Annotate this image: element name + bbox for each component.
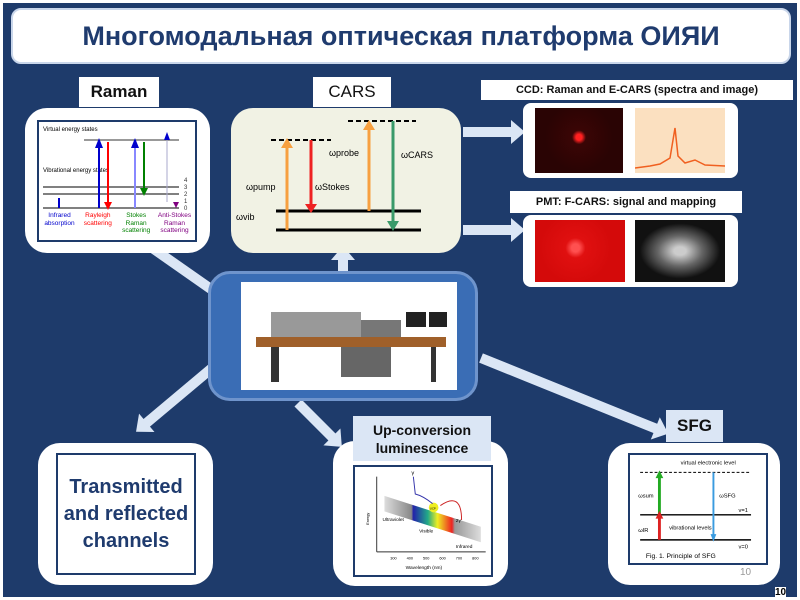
svg-text:UCP: UCP	[430, 506, 436, 510]
pmt-mapping-image	[635, 220, 725, 282]
raman-levels: Virtual energy states Vibrational energy…	[43, 127, 188, 212]
ccd-spectrum	[635, 108, 725, 173]
svg-text:700: 700	[456, 557, 462, 561]
arrow-to-ccd	[463, 120, 525, 144]
svg-text:v=1: v=1	[739, 508, 748, 514]
pmt-label: PMT: F-CARS: signal and mapping	[510, 191, 742, 213]
slide-title: Многомодальная оптическая платформа ОИЯИ	[11, 8, 791, 64]
omega-cars: ωCARS	[401, 150, 433, 160]
omega-vib: ωvib	[236, 212, 255, 222]
raman-col-antistokes: Anti-Stokes Raman scattering	[157, 212, 192, 234]
arrow-to-sfg	[479, 353, 660, 434]
svg-text:4: 4	[184, 178, 188, 184]
svg-text:vibrational levels: vibrational levels	[669, 525, 712, 531]
svg-text:virtual electronic level: virtual electronic level	[681, 461, 736, 467]
raman-col-infrared: Infrared absorption	[44, 212, 75, 227]
slide-number: 10	[775, 587, 787, 598]
svg-text:1: 1	[184, 199, 188, 205]
raman-vib-label: Vibrational energy states	[43, 168, 109, 174]
svg-text:ωIR: ωIR	[638, 528, 648, 534]
instrument-illustration	[256, 312, 447, 382]
ccd-label: CCD: Raman and E-CARS (spectra and image…	[481, 80, 793, 100]
raman-panel: Virtual energy states Vibrational energy…	[25, 108, 210, 253]
cars-label: CARS	[313, 77, 391, 107]
svg-text:3: 3	[184, 185, 188, 191]
raman-virtual-label: Virtual energy states	[43, 127, 98, 133]
ccd-image	[535, 108, 623, 173]
instrument-panel	[208, 271, 478, 401]
svg-text:Wavelength (nm): Wavelength (nm)	[406, 565, 443, 571]
arrow-to-pmt	[463, 218, 525, 242]
transmitted-panel: Transmitted and reflected channels	[38, 443, 213, 585]
cars-diagram: ωpump ωStokes ωprobe ωCARS ωvib	[236, 120, 433, 232]
svg-text:v=0: v=0	[739, 545, 748, 551]
pmt-signal-image	[535, 220, 625, 282]
svg-text:400: 400	[407, 557, 413, 561]
sfg-diagram: virtual electronic level ωsum ωSFG ωIR v=1…	[628, 453, 768, 565]
svg-text:800: 800	[472, 557, 478, 561]
svg-text:Ultraviolet: Ultraviolet	[383, 517, 405, 523]
svg-text:0: 0	[184, 206, 188, 212]
svg-text:600: 600	[439, 557, 445, 561]
raman-columns: Infrared absorption Rayleigh scattering …	[41, 212, 193, 235]
pmt-panel	[523, 215, 738, 287]
transmitted-text: Transmitted and reflected channels	[56, 453, 196, 575]
raman-col-stokes: Stokes Raman scattering	[122, 212, 151, 234]
svg-text:γ: γ	[411, 471, 414, 477]
sfg-label: SFG	[666, 410, 723, 442]
svg-text:2: 2	[184, 192, 188, 198]
inner-slide-number: 10	[740, 567, 752, 578]
instrument-photo	[241, 282, 457, 390]
svg-text:Infrared: Infrared	[456, 544, 473, 550]
cars-panel: ωpump ωStokes ωprobe ωCARS ωvib	[231, 108, 461, 253]
svg-text:300: 300	[390, 557, 396, 561]
sfg-panel: virtual electronic level ωsum ωSFG ωIR v=1…	[608, 443, 780, 585]
svg-text:Fig. 1. Principle of SFG: Fig. 1. Principle of SFG	[646, 553, 716, 560]
svg-text:Visible: Visible	[419, 529, 433, 535]
omega-pump: ωpump	[246, 182, 276, 192]
raman-col-rayleigh: Rayleigh scattering	[83, 212, 112, 227]
omega-probe: ωprobe	[329, 148, 359, 158]
raman-diagram: Virtual energy states Vibrational energy…	[37, 120, 197, 242]
arrow-to-upconv	[294, 399, 337, 442]
svg-text:500: 500	[423, 557, 429, 561]
upconv-label: Up-conversion luminescence	[353, 416, 491, 461]
omega-stokes: ωStokes	[315, 182, 350, 192]
svg-text:2γ: 2γ	[456, 518, 462, 524]
svg-text:Energy: Energy	[366, 513, 370, 525]
svg-text:ωsum: ωsum	[638, 493, 654, 499]
svg-text:ωSFG: ωSFG	[719, 493, 736, 499]
ccd-panel	[523, 103, 738, 178]
raman-label: Raman	[79, 77, 159, 107]
